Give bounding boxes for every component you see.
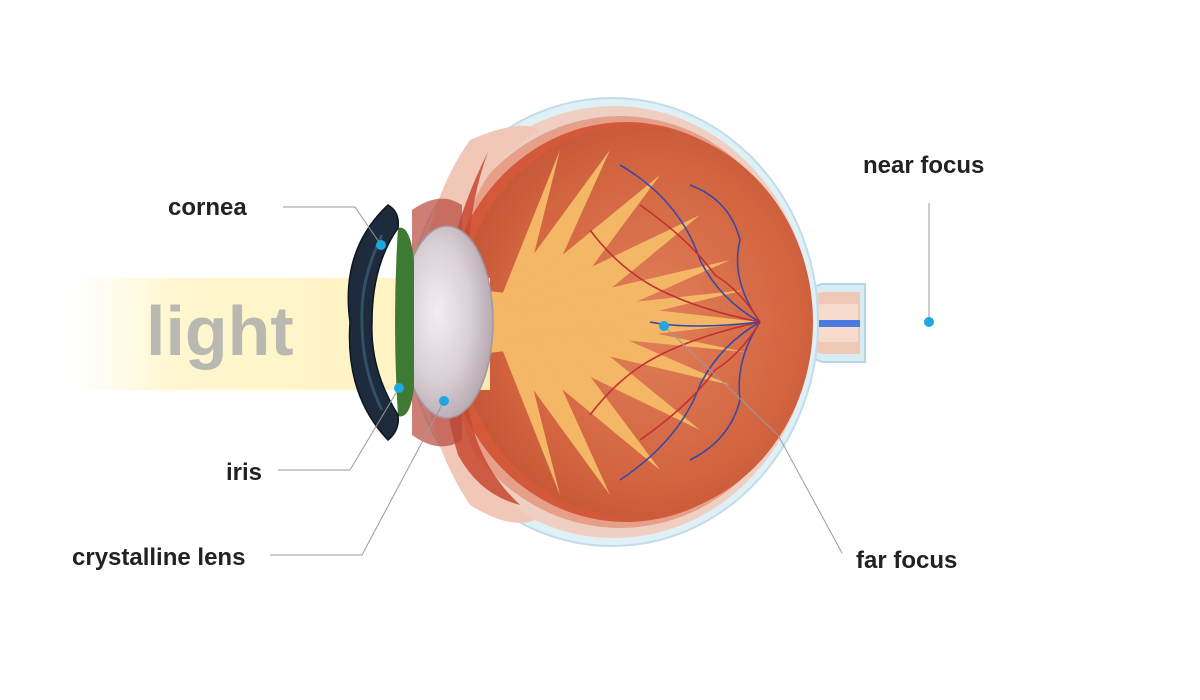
leader-lines	[270, 203, 930, 556]
marker-near-focus	[924, 317, 934, 327]
front-eye	[347, 198, 494, 447]
light-rays	[480, 150, 760, 495]
leader-line-iris	[278, 387, 400, 471]
crystalline-lens	[400, 225, 494, 419]
marker-crystalline-lens	[439, 396, 449, 406]
label-far-focus: far focus	[856, 547, 958, 574]
leader-line-far-focus	[663, 325, 843, 554]
marker-far-focus	[659, 321, 669, 331]
iris	[395, 227, 414, 417]
label-near-focus: near focus	[863, 152, 985, 179]
label-iris: iris	[226, 459, 263, 486]
light-label: light	[146, 292, 294, 370]
label-crystalline-lens: crystalline lens	[72, 544, 246, 571]
marker-cornea	[376, 240, 386, 250]
cornea	[347, 204, 400, 442]
marker-iris	[394, 383, 404, 393]
label-cornea: cornea	[168, 194, 247, 221]
markers	[376, 240, 934, 406]
leader-line-cornea	[283, 206, 382, 246]
blood-vessels	[589, 164, 761, 481]
leader-line-crystalline-lens	[270, 400, 445, 556]
